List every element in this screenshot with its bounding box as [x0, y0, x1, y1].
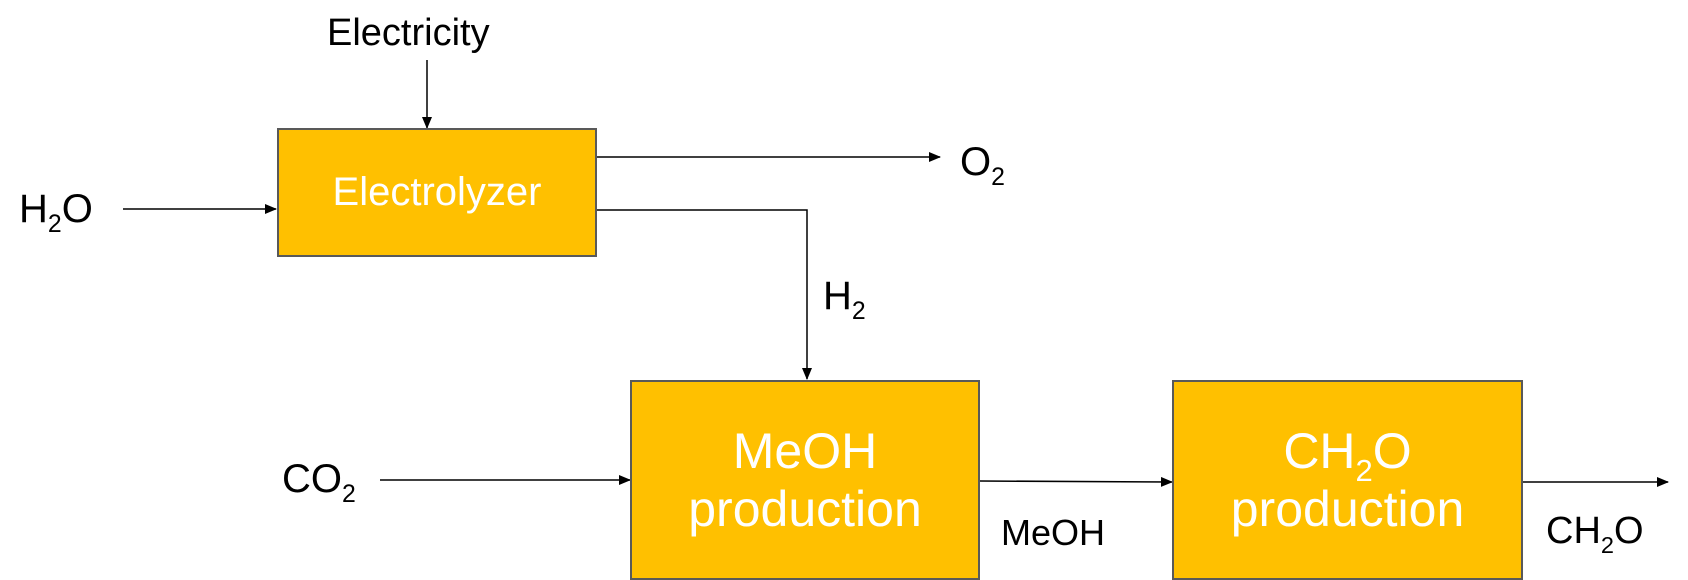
product-base: CH — [1546, 510, 1601, 552]
oxygen-subscript: 2 — [991, 164, 1005, 192]
water-input-label: H2O — [19, 187, 93, 237]
electrolyzer-box: Electrolyzer — [277, 128, 597, 257]
ch2o-production-line2: production — [1230, 481, 1465, 537]
co2-base: CO — [282, 457, 342, 501]
oxygen-base: O — [960, 140, 992, 184]
hydrogen-arrow — [596, 209, 812, 380]
hydrogen-stream-label: H2 — [823, 274, 866, 324]
formaldehyde-output-label: CH2O — [1546, 510, 1644, 557]
hydrogen-subscript: 2 — [851, 298, 866, 326]
methanol-arrow — [979, 476, 1173, 487]
ch2o-production-line1: CH2O — [1231, 422, 1465, 488]
co2-subscript: 2 — [342, 481, 356, 509]
electrolyzer-label: Electrolyzer — [332, 170, 542, 215]
meoh-production-line2: production — [688, 481, 922, 537]
oxygen-output-label: O2 — [960, 140, 1005, 190]
meoh-production-box: MeOH production — [630, 380, 980, 580]
ch2o-production-base: CH — [1283, 422, 1356, 479]
water-subscript: 2 — [47, 211, 62, 239]
ch2o-production-box: CH2O production — [1172, 380, 1523, 580]
electricity-label: Electricity — [327, 12, 490, 54]
hydrogen-base: H — [823, 274, 852, 318]
methanol-stream-label: MeOH — [1001, 512, 1106, 553]
product-tail: O — [1614, 510, 1644, 552]
ch2o-production-tail: O — [1372, 422, 1412, 479]
product-subscript: 2 — [1600, 531, 1614, 558]
meoh-production-line1: MeOH — [732, 422, 878, 479]
co2-input-label: CO2 — [282, 457, 356, 507]
water-base: H — [19, 187, 48, 231]
ch2o-production-subscript: 2 — [1355, 452, 1373, 488]
water-tail: O — [61, 187, 93, 231]
